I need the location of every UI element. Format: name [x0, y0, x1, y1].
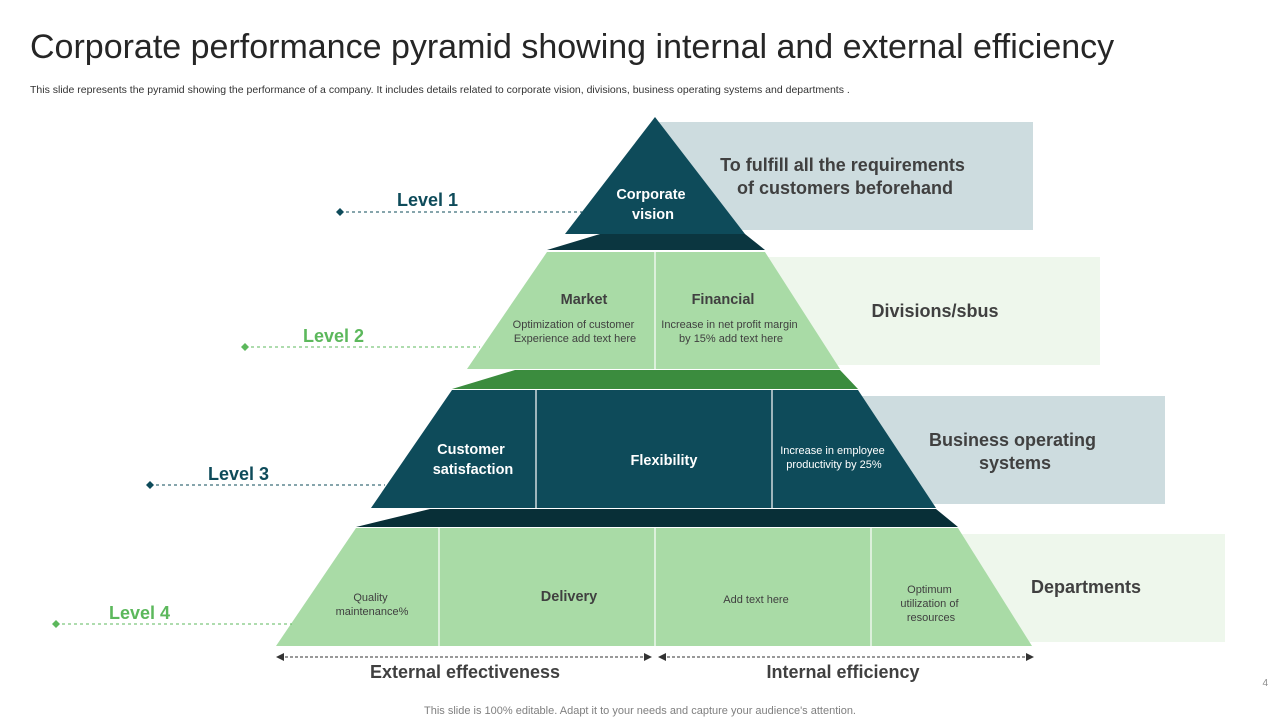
internal-arrow-left-head	[658, 653, 666, 661]
market-title: Market	[561, 292, 608, 308]
slide-subtitle: This slide represents the pyramid showin…	[30, 84, 850, 96]
level-4-description: Departments	[1031, 577, 1141, 597]
level-1-pointer-dot	[336, 208, 344, 216]
level-3-description: Business operating systems	[929, 430, 1101, 473]
level-4-label: Level 4	[109, 603, 170, 623]
external-effectiveness-label: External effectiveness	[370, 662, 560, 682]
level-1-description: To fulfill all the requirements of custo…	[720, 155, 970, 198]
flexibility-title: Flexibility	[631, 453, 698, 469]
pyramid-tier-1	[565, 117, 745, 234]
level-2-description: Divisions/sbus	[871, 301, 998, 321]
market-text: Optimization of customer Experience add …	[513, 319, 638, 345]
pyramid-tier-4	[276, 528, 1032, 646]
level-3-band	[356, 509, 958, 527]
add-text-here-text: Add text here	[723, 594, 788, 606]
internal-arrow-right-head	[1026, 653, 1034, 661]
level-1-label: Level 1	[397, 190, 458, 210]
level-3-pointer-dot	[146, 481, 154, 489]
optimum-utilization-text: Optimum utilization of resources	[900, 584, 961, 624]
level-2-label: Level 2	[303, 326, 364, 346]
level-3-label: Level 3	[208, 464, 269, 484]
slide-title: Corporate performance pyramid showing in…	[30, 28, 1115, 66]
level-2-band	[452, 370, 858, 389]
pyramid-tier-3	[371, 390, 936, 508]
employee-productivity-text: Increase in employee productivity by 25%	[780, 445, 888, 471]
financial-text: Increase in net profit margin by 15% add…	[661, 319, 800, 345]
level-4-pointer-dot	[52, 620, 60, 628]
level-2-pointer-dot	[241, 343, 249, 351]
delivery-title: Delivery	[541, 589, 597, 605]
slide-footer: This slide is 100% editable. Adapt it to…	[424, 705, 856, 717]
external-arrow-right-head	[644, 653, 652, 661]
corporate-vision-title: Corporate vision	[616, 187, 689, 223]
customer-satisfaction-title: Customer satisfaction	[433, 442, 514, 478]
external-arrow-left-head	[276, 653, 284, 661]
page-number: 4	[1262, 678, 1268, 689]
level-1-band	[547, 234, 765, 250]
quality-maintenance-text: Quality maintenance%	[336, 592, 409, 618]
financial-title: Financial	[692, 292, 755, 308]
internal-efficiency-label: Internal efficiency	[766, 662, 919, 682]
pyramid-tier-2	[467, 252, 840, 369]
